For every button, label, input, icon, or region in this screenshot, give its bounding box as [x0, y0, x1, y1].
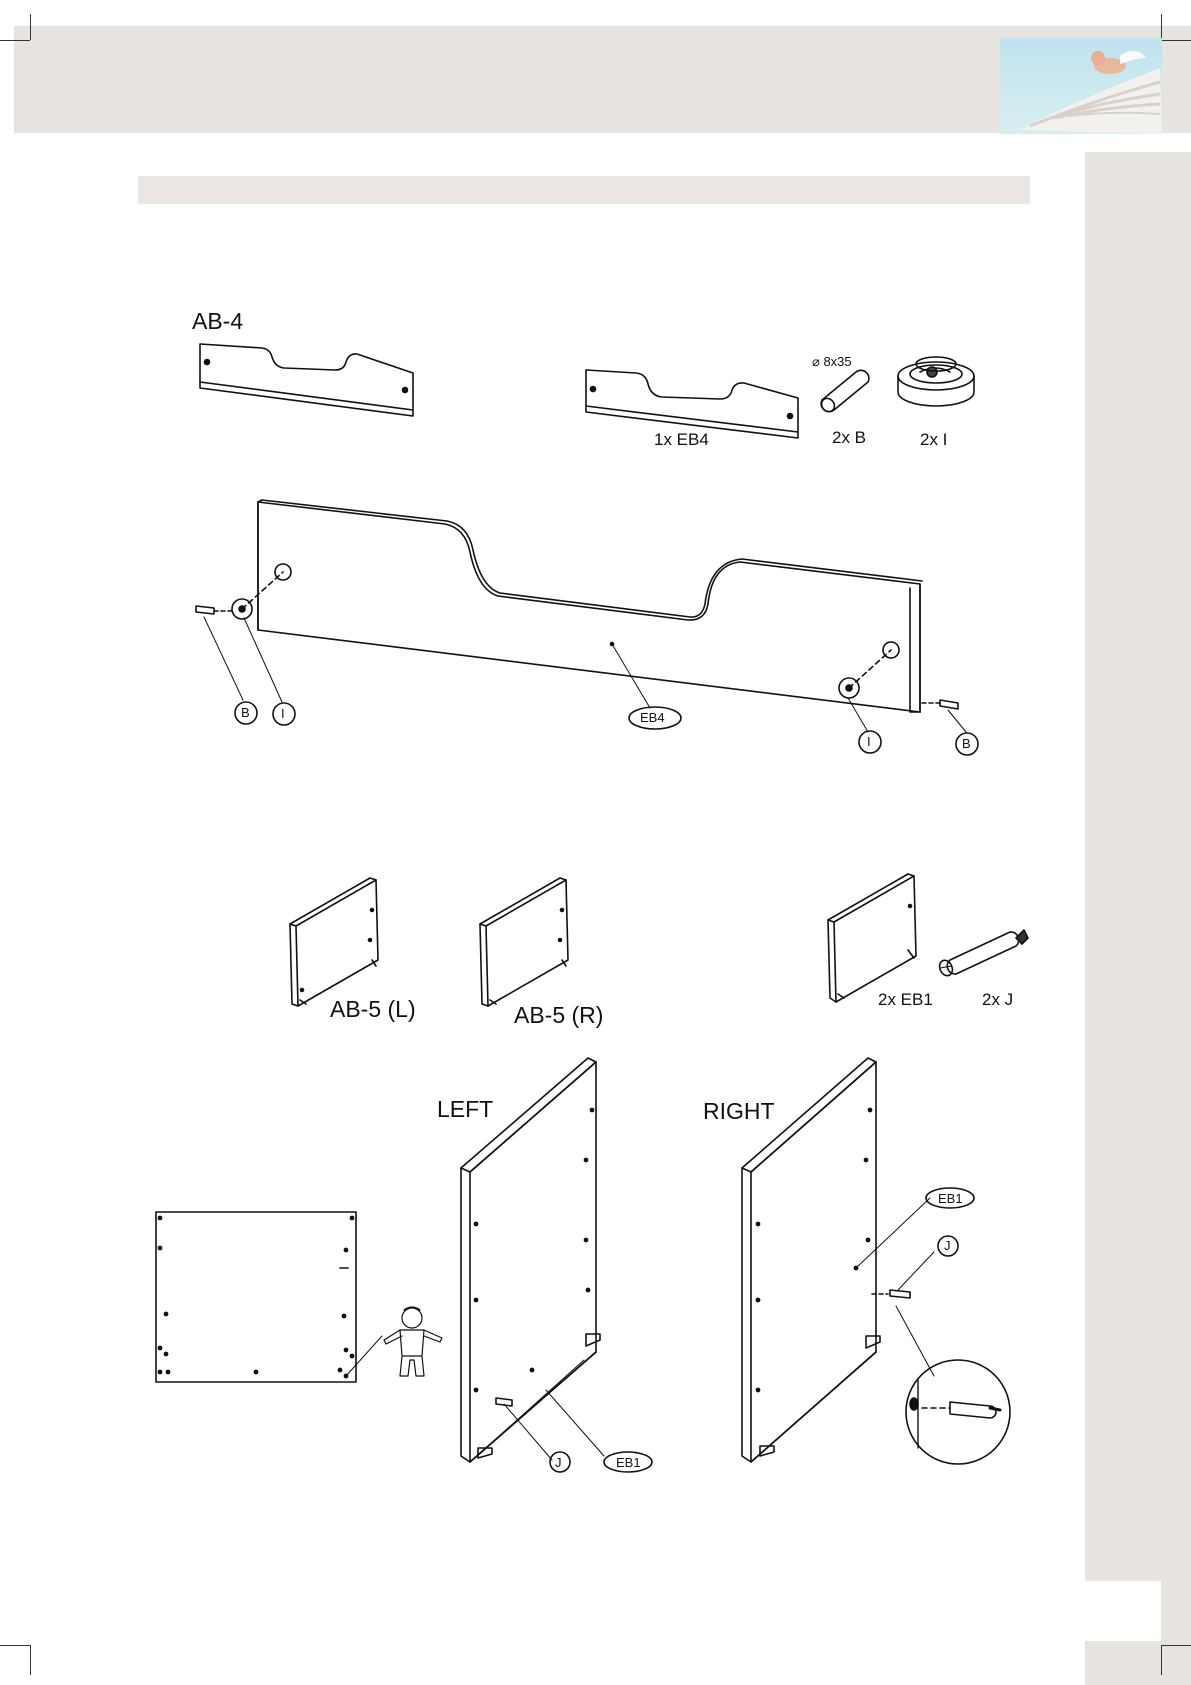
panel-right-illustration: [742, 1058, 1010, 1464]
dowel-b-qty-label: 2x B: [832, 428, 866, 448]
cam-lock-i-qty-label: 2x I: [920, 430, 947, 450]
board-ab4-illustration: [200, 344, 413, 416]
callout-eb1-right: EB1: [938, 1191, 963, 1206]
callout-eb4: EB4: [640, 710, 665, 725]
bolt-j-qty-label: 2x J: [982, 990, 1013, 1010]
dowel-spec-label: ⌀ 8x35: [812, 354, 852, 370]
person-figure-illustration: [384, 1307, 442, 1376]
board-ab5-left-illustration: [290, 878, 378, 1006]
board-ab5-right-label: AB-5 (R): [514, 1002, 603, 1029]
eb4-qty-label: 1x EB4: [654, 430, 709, 450]
callout-b-right: B: [962, 736, 971, 751]
callout-b-left: B: [241, 705, 250, 720]
floor-plan-illustration: [156, 1212, 382, 1382]
callout-j-right: J: [944, 1238, 951, 1253]
eb1-qty-label: 2x EB1: [878, 990, 933, 1010]
board-eb4-illustration: [586, 370, 798, 438]
board-ab5-left-label: AB-5 (L): [330, 996, 416, 1023]
callout-eb1-left: EB1: [616, 1455, 641, 1470]
right-panel-title: RIGHT: [703, 1098, 775, 1125]
board-ab4-label: AB-4: [192, 308, 243, 335]
left-panel-title: LEFT: [437, 1096, 493, 1123]
connector-bolt-j-illustration: [937, 930, 1028, 978]
board-eb4-large-illustration: [196, 500, 978, 755]
board-ab5-right-illustration: [480, 878, 568, 1006]
callout-i-left: I: [281, 706, 285, 721]
board-eb1-illustration: [828, 874, 916, 1002]
callout-j-left: J: [555, 1455, 562, 1470]
cam-lock-i-illustration: [898, 357, 974, 406]
dowel-b-illustration: [819, 370, 869, 414]
callout-i-right: I: [867, 734, 871, 749]
